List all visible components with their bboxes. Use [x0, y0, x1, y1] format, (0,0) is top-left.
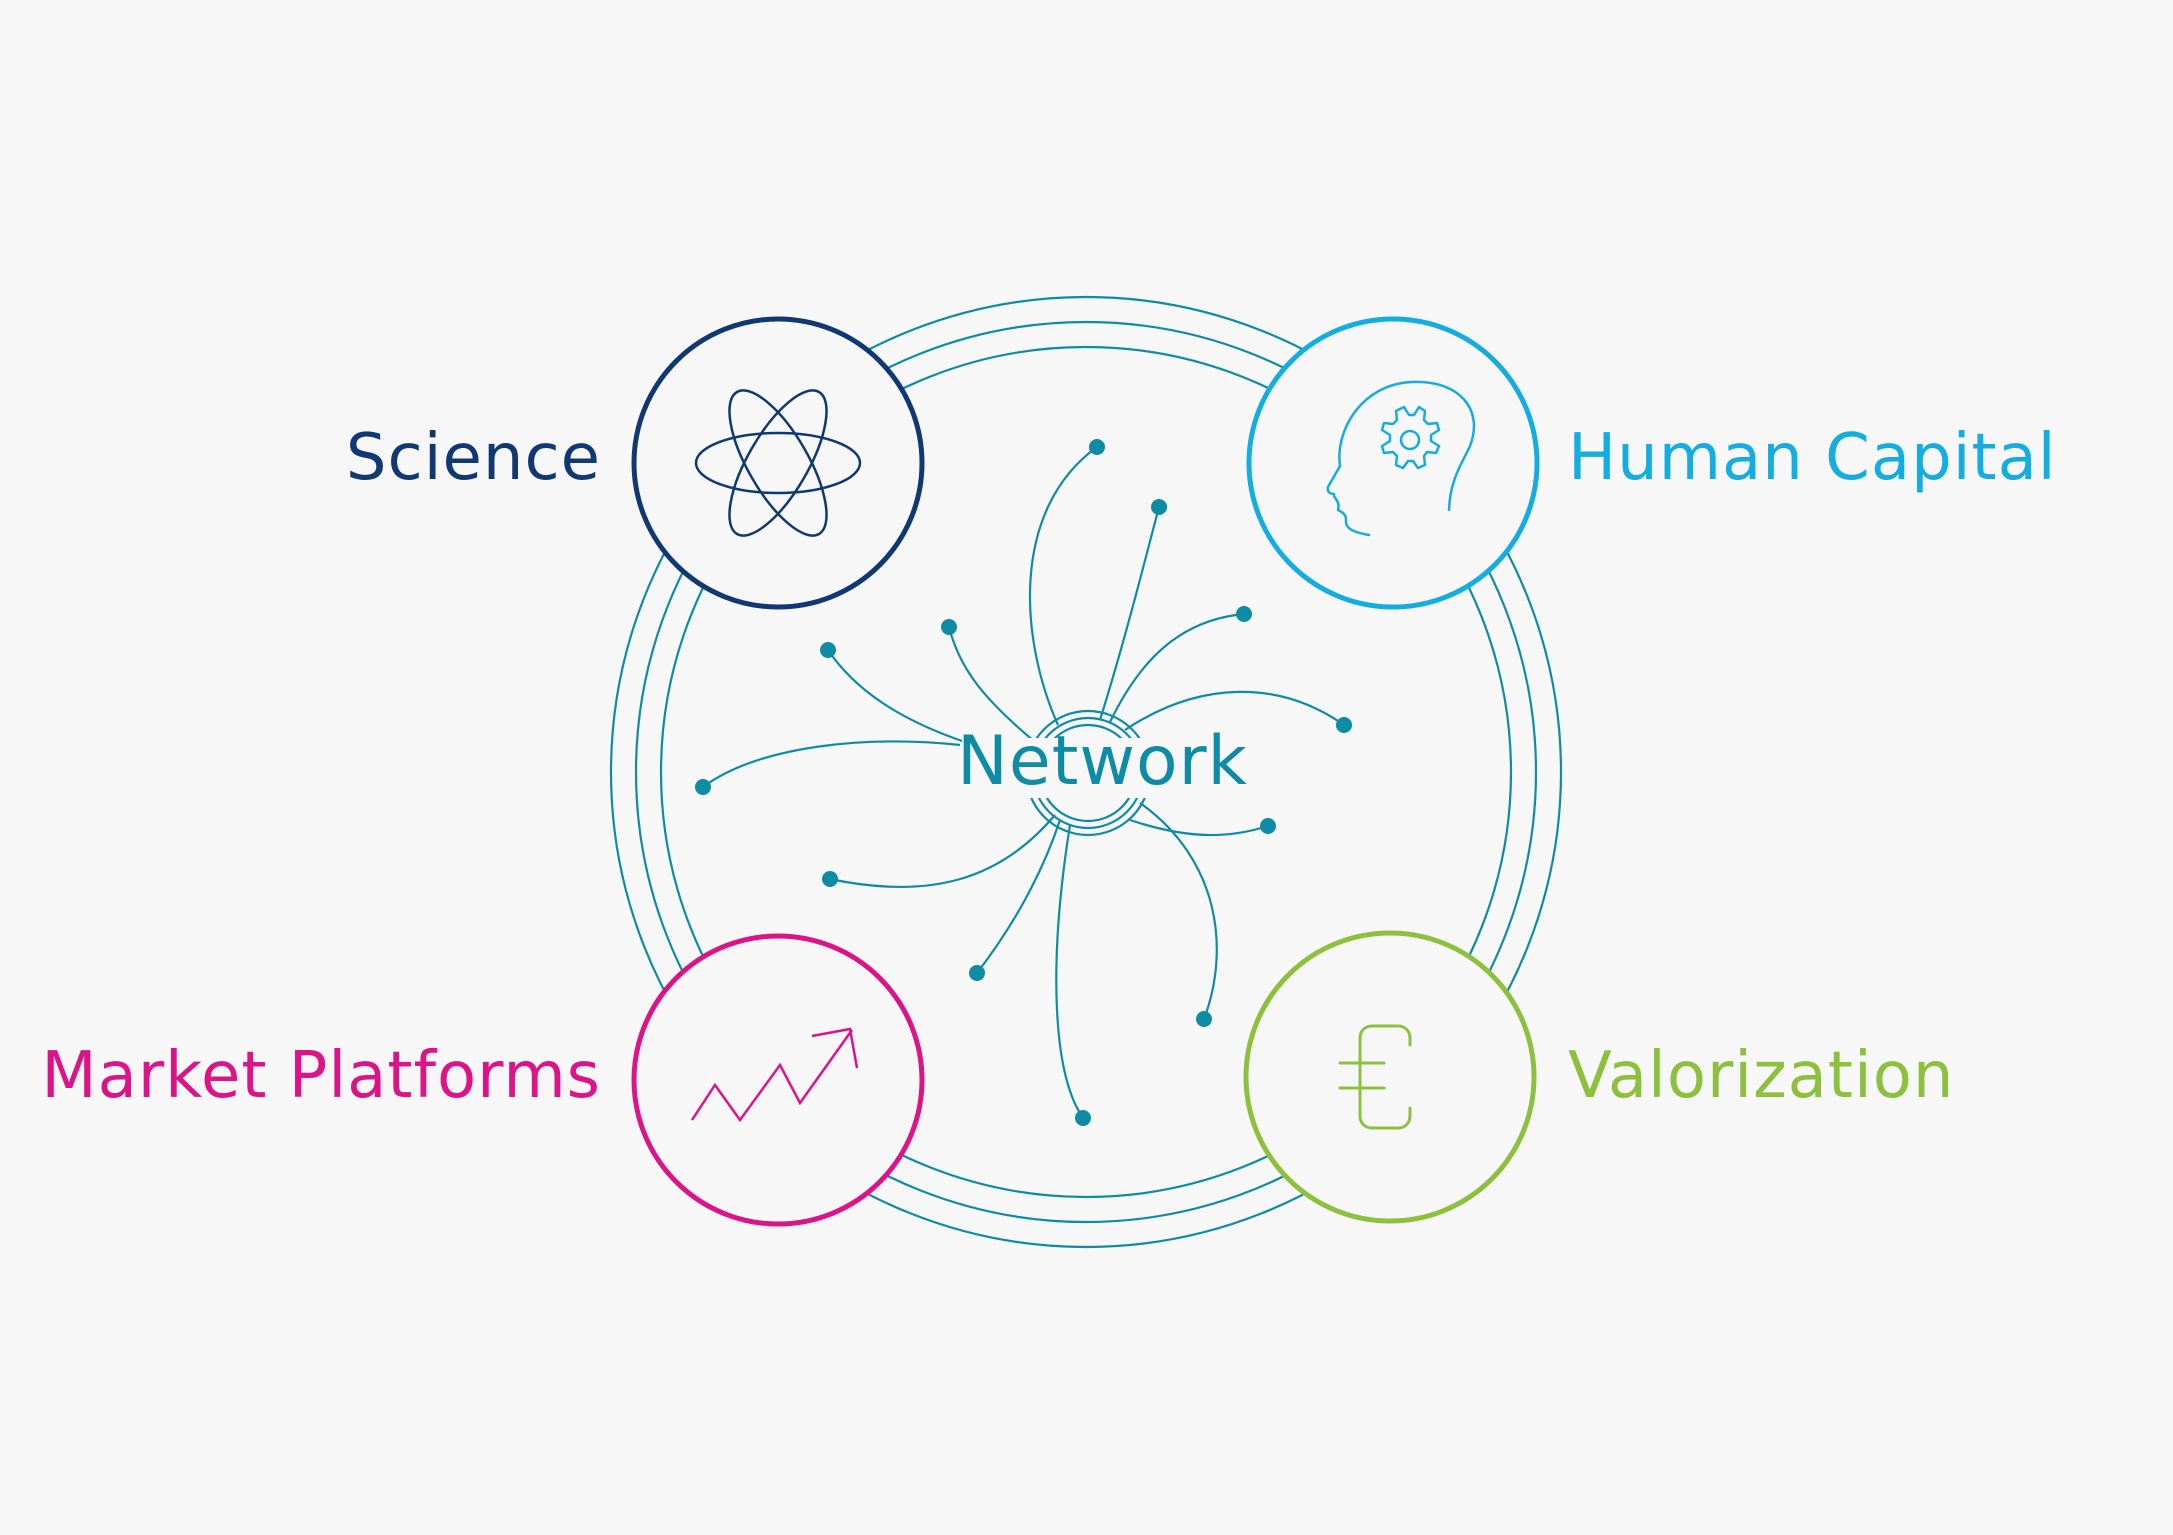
node-market-platforms	[631, 933, 925, 1227]
node-human-capital	[1246, 316, 1540, 610]
spoke-dot	[822, 871, 838, 887]
human-capital-label: Human Capital	[1568, 421, 2057, 495]
spoke-dot	[941, 619, 957, 635]
valorization-circle	[1243, 930, 1537, 1224]
outer-ring-3	[659, 345, 1513, 1199]
spoke	[1098, 506, 1161, 721]
spoke	[947, 626, 1036, 743]
spoke-dot	[820, 642, 836, 658]
spoke	[1139, 802, 1218, 1020]
spoke	[702, 740, 961, 788]
network-spokes	[702, 446, 1345, 1119]
market-platforms-circle	[631, 933, 925, 1227]
spoke	[1124, 690, 1345, 731]
network-label: Network	[957, 722, 1248, 801]
spoke-dot	[1151, 499, 1167, 515]
trend-up-icon	[690, 1027, 859, 1123]
human-capital-circle	[1246, 316, 1540, 610]
spoke-dot	[969, 965, 985, 981]
spoke-dot	[695, 779, 711, 795]
spoke-dots	[695, 439, 1352, 1126]
head-gear-icon	[1326, 380, 1476, 537]
spoke-dot	[1236, 606, 1252, 622]
hub-label-backdrop	[962, 738, 1214, 798]
science-label: Science	[345, 421, 601, 495]
outer-rings	[609, 295, 1563, 1249]
node-science	[631, 316, 925, 610]
spoke	[976, 819, 1062, 974]
valorization-label: Valorization	[1568, 1039, 1955, 1113]
spoke-dot	[1336, 717, 1352, 733]
outer-ring-1	[609, 295, 1563, 1249]
spoke	[1055, 824, 1084, 1119]
science-circle	[631, 316, 925, 610]
spoke	[1129, 818, 1269, 837]
center-hub	[962, 709, 1214, 837]
spoke-dot	[1089, 439, 1105, 455]
spoke	[1109, 612, 1245, 723]
market-platforms-label: Market Platforms	[41, 1039, 601, 1113]
spoke	[1028, 446, 1098, 726]
node-valorization	[1243, 930, 1537, 1224]
spoke-dot	[1075, 1110, 1091, 1126]
atom-icon	[694, 389, 862, 537]
spoke-dot	[1260, 818, 1276, 834]
spoke	[829, 814, 1056, 889]
spoke-dot	[1196, 1011, 1212, 1027]
euro-icon	[1338, 1024, 1412, 1130]
spoke	[827, 649, 966, 744]
outer-ring-2	[634, 320, 1538, 1224]
